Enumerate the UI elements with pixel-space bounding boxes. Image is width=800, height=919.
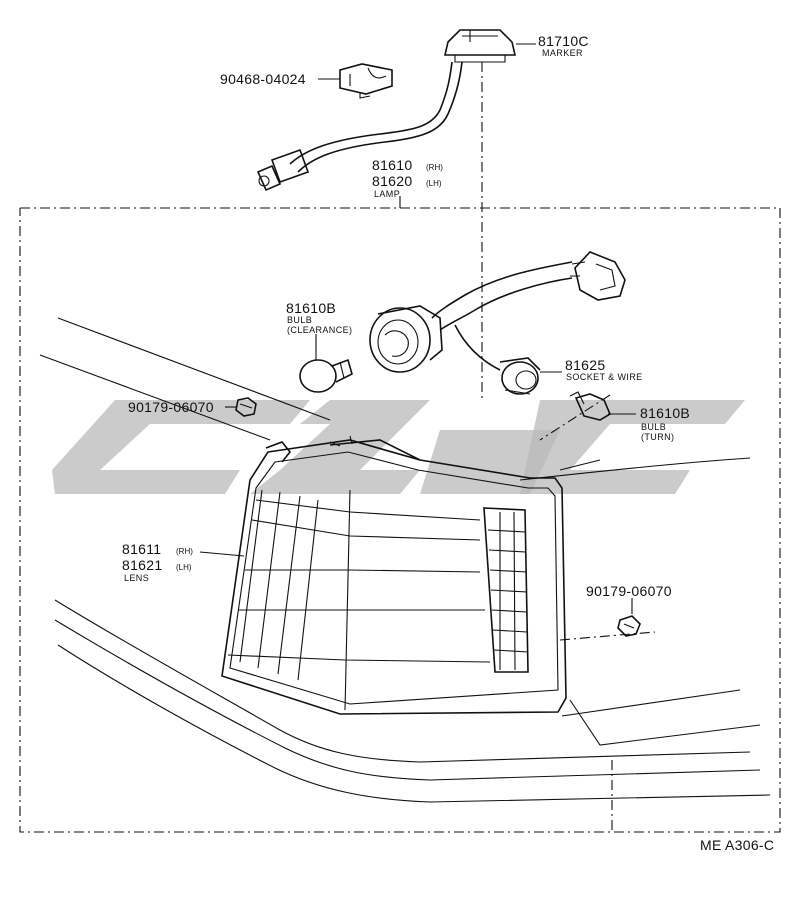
- harness-connector: [431, 251, 626, 371]
- bulb-turn-part: 81610B: [640, 405, 690, 421]
- lamp-part-rh: 81610: [372, 157, 412, 173]
- marker-part-number: 81710C: [538, 33, 589, 49]
- lens-part-lh: 81621: [122, 557, 162, 573]
- screw-right-part: 90179-06070: [586, 583, 672, 599]
- watermark-logo: [52, 400, 745, 494]
- lamp-tag-lh: (LH): [426, 179, 442, 188]
- lamp-assembly-frame: [19, 196, 781, 833]
- wire-clip-icon: [339, 63, 393, 99]
- lens-tag-rh: (RH): [176, 547, 193, 556]
- bulb-clearance-line2: (CLEARANCE): [287, 325, 352, 335]
- screw-icon: [235, 397, 257, 417]
- bulb-icon: [299, 358, 353, 393]
- lamp-part-lh: 81620: [372, 173, 412, 189]
- socket-icon: [369, 305, 443, 373]
- marker-name: MARKER: [542, 48, 583, 58]
- socket-wire-icon: [499, 357, 541, 395]
- clip-part-number: 90468-04024: [220, 71, 306, 87]
- marker-lamp-icon: [256, 29, 517, 400]
- socket-name: SOCKET & WIRE: [566, 372, 643, 382]
- car-body-outline: [39, 317, 771, 830]
- lens-icon: [221, 435, 567, 715]
- lens-name: LENS: [124, 573, 149, 583]
- socket-part-number: 81625: [565, 357, 605, 373]
- lamp-tag-rh: (RH): [426, 163, 443, 172]
- bulb-clearance-part: 81610B: [286, 300, 336, 316]
- screw-left-part: 90179-06070: [128, 399, 214, 415]
- bulb-turn-line1: BULB: [641, 422, 666, 432]
- screw-right-icon: [617, 615, 641, 637]
- lens-part-rh: 81611: [122, 541, 161, 557]
- lens-tag-lh: (LH): [176, 563, 192, 572]
- bulb-turn-line2: (TURN): [641, 432, 674, 442]
- lamp-name: LAMP: [374, 189, 400, 199]
- lens-leader: [199, 551, 245, 557]
- figure-code: ME A306-C: [700, 837, 774, 853]
- bulb-clearance-line1: BULB: [287, 315, 312, 325]
